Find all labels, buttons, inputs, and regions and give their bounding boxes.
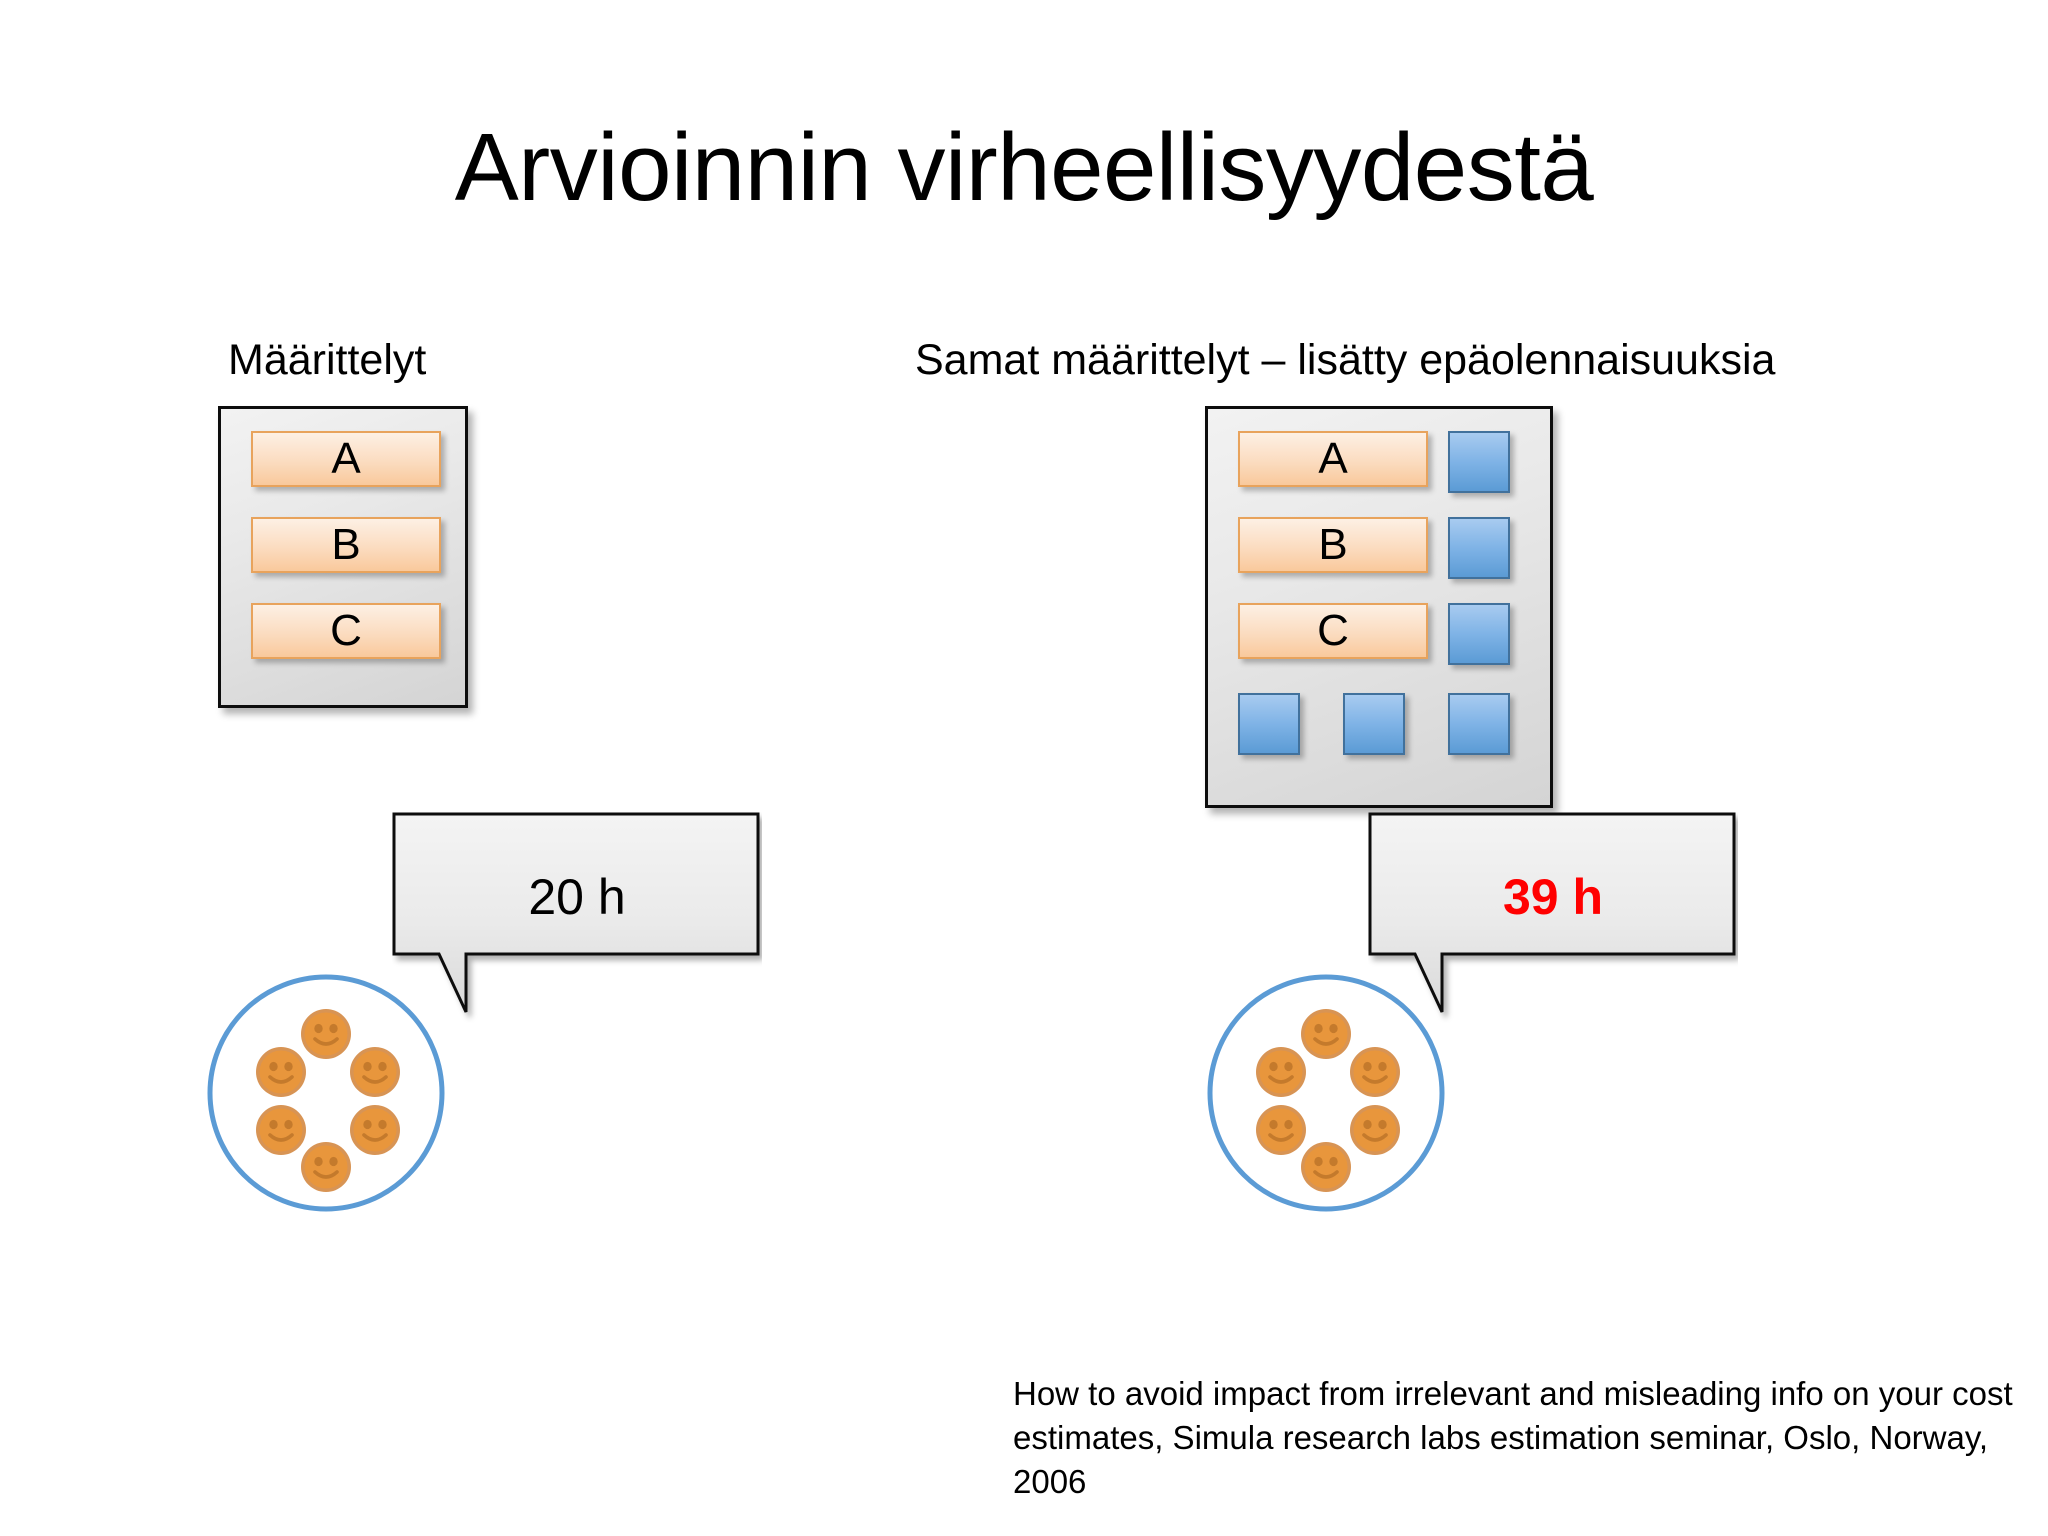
- right-noise-box-6: [1448, 693, 1510, 755]
- right-noise-box-3: [1448, 603, 1510, 665]
- smiley-icon: [1254, 1045, 1308, 1099]
- smiley-icon: [348, 1103, 402, 1157]
- smiley-icon: [299, 1007, 353, 1061]
- left-requirement-box-c: C: [251, 603, 441, 659]
- right-noise-box-1: [1448, 431, 1510, 493]
- smiley-icon: [1299, 1140, 1353, 1194]
- smiley-icon: [254, 1045, 308, 1099]
- right-requirements-panel: A B C: [1205, 406, 1553, 808]
- left-team-circle: [205, 972, 447, 1214]
- right-team-circle: [1205, 972, 1447, 1214]
- smiley-icon: [254, 1103, 308, 1157]
- page-title: Arvioinnin virheellisyydestä: [454, 114, 1594, 221]
- smiley-icon: [1254, 1103, 1308, 1157]
- right-noise-box-4: [1238, 693, 1300, 755]
- source-caption: How to avoid impact from irrelevant and …: [1013, 1375, 2013, 1500]
- right-noise-box-5: [1343, 693, 1405, 755]
- smiley-icon: [1299, 1007, 1353, 1061]
- smiley-icon: [348, 1045, 402, 1099]
- smiley-icon: [1348, 1103, 1402, 1157]
- smiley-icon: [1348, 1045, 1402, 1099]
- left-requirement-box-a: A: [251, 431, 441, 487]
- right-column-caption: Samat määrittelyt – lisätty epäolennaisu…: [915, 336, 1776, 384]
- smiley-icon: [299, 1140, 353, 1194]
- left-column-caption: Määrittelyt: [228, 336, 427, 384]
- right-requirement-box-a: A: [1238, 431, 1428, 487]
- left-bubble-shape: [392, 812, 760, 1013]
- left-estimate-speech-bubble: 20 h: [392, 812, 762, 1032]
- right-noise-box-2: [1448, 517, 1510, 579]
- right-requirement-box-b: B: [1238, 517, 1428, 573]
- right-bubble-shape: [1368, 812, 1736, 1013]
- left-requirement-box-b: B: [251, 517, 441, 573]
- left-requirements-panel: A B C: [218, 406, 468, 708]
- right-requirement-box-c: C: [1238, 603, 1428, 659]
